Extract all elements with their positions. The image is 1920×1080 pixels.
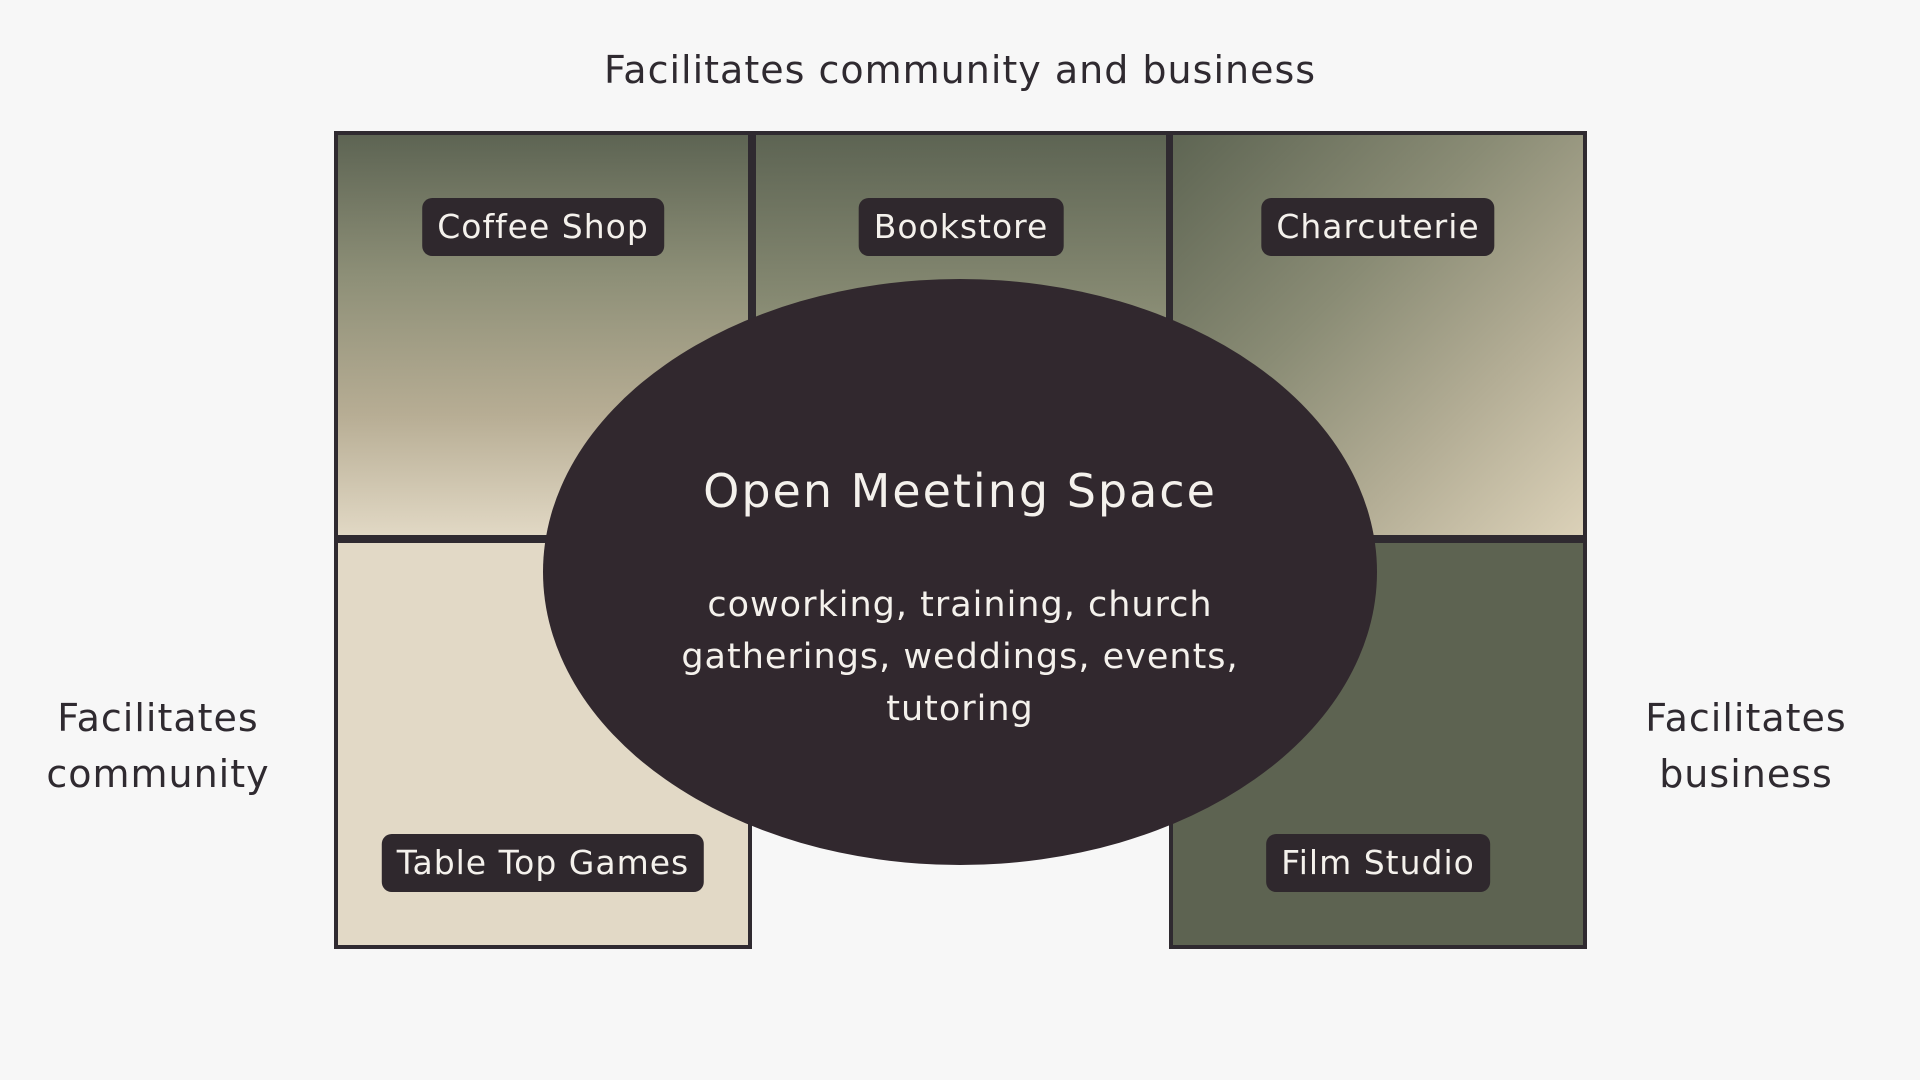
right-label: Facilitates business xyxy=(1645,696,1847,796)
open-meeting-space-title: Open Meeting Space xyxy=(703,464,1217,518)
film-studio-label: Film Studio xyxy=(1266,834,1490,892)
table-top-games-label: Table Top Games xyxy=(381,834,705,892)
left-label: Facilitates community xyxy=(46,696,270,796)
coffee-shop-cell: Coffee Shop xyxy=(334,131,752,539)
coffee-shop-label: Coffee Shop xyxy=(422,198,664,256)
top-label: Facilitates community and business xyxy=(603,48,1317,92)
open-meeting-space-ellipse: Open Meeting Space coworking, training, … xyxy=(543,279,1377,865)
bookstore-label: Bookstore xyxy=(858,198,1064,256)
charcuterie-label: Charcuterie xyxy=(1261,198,1495,256)
open-meeting-space-description: coworking, training, church gatherings, … xyxy=(681,585,1239,729)
